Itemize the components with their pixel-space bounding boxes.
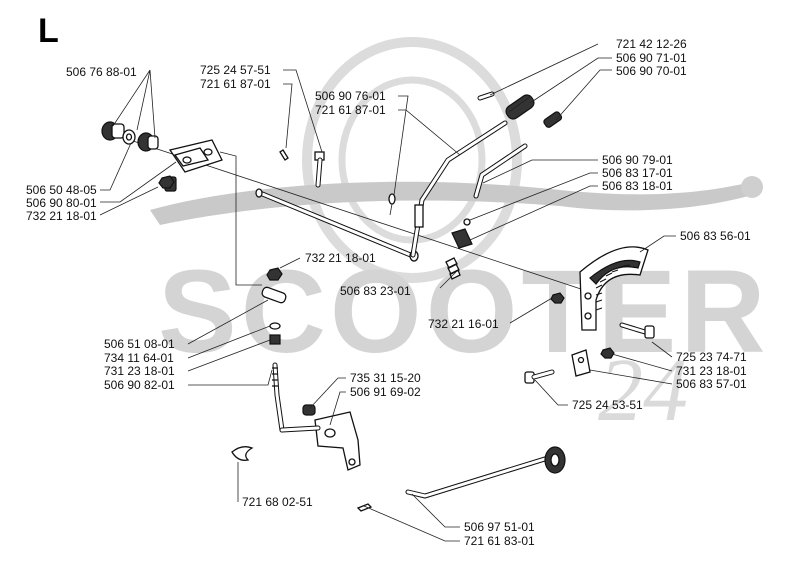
link-rod-506-90-82-01 bbox=[272, 362, 285, 433]
bolt-725-24-53-51 bbox=[524, 369, 555, 384]
lower-rod-506-97-51-01 bbox=[356, 446, 566, 512]
watermark-ring-outer bbox=[302, 37, 522, 283]
leader-lines bbox=[99, 43, 676, 542]
watermark: SCOOTER 24 bbox=[150, 37, 770, 440]
nut-731-23-18-01 bbox=[269, 334, 281, 345]
part-label: 506 91 69-02 bbox=[350, 385, 421, 399]
block-506-83-18-01 bbox=[451, 218, 473, 249]
part-label: 506 51 08-01 bbox=[104, 337, 175, 351]
part-label: 725 24 57-51 bbox=[200, 63, 271, 77]
part-label: 506 90 76-01 bbox=[315, 89, 386, 103]
part-label: 721 42 12-26 bbox=[616, 37, 687, 51]
bolt-725-23-74-71 bbox=[619, 322, 655, 339]
part-label: 732 21 18-01 bbox=[26, 209, 97, 223]
part-label: 506 50 48-05 bbox=[26, 183, 97, 197]
watermark-suffix: 24 bbox=[598, 341, 688, 440]
watermark-text: SCOOTER bbox=[158, 246, 770, 378]
cable-lever bbox=[473, 111, 563, 199]
part-label: 506 83 57-01 bbox=[676, 377, 747, 391]
left-bracket bbox=[164, 139, 223, 192]
part-label: 506 90 80-01 bbox=[26, 196, 97, 210]
watermark-ring-inner bbox=[338, 76, 486, 244]
spring-506-83-23-01 bbox=[445, 257, 461, 280]
part-label: 725 23 74-71 bbox=[676, 350, 747, 364]
part-label: 725 24 53-51 bbox=[572, 398, 643, 412]
part-label: 506 97 51-01 bbox=[464, 520, 535, 534]
split-pin-left bbox=[279, 149, 289, 161]
bracket-506-83-57-01 bbox=[571, 349, 591, 377]
part-label: 732 21 18-01 bbox=[305, 251, 376, 265]
split-pin-mid bbox=[388, 193, 396, 216]
lower-bracket-506-91-69-02 bbox=[279, 404, 361, 471]
part-label: 506 83 17-01 bbox=[602, 166, 673, 180]
cross-shaft bbox=[255, 188, 419, 262]
part-label: 721 68 02-51 bbox=[242, 495, 313, 509]
pivot-pin-506-51-08-01 bbox=[261, 267, 287, 304]
part-label: 721 61 87-01 bbox=[315, 103, 386, 117]
part-label: 506 90 82-01 bbox=[104, 378, 175, 392]
part-labels: 721 42 12-26 506 90 71-01 506 90 70-01 5… bbox=[26, 37, 751, 548]
part-label: 506 90 71-01 bbox=[616, 51, 687, 65]
part-label: 506 90 79-01 bbox=[602, 153, 673, 167]
part-label: 506 90 70-01 bbox=[616, 64, 687, 78]
part-label: 731 23 18-01 bbox=[676, 364, 747, 378]
part-label: 721 61 87-01 bbox=[200, 77, 271, 91]
shaft-bolt-725-24-57-51 bbox=[314, 151, 325, 188]
handle-grip bbox=[505, 94, 535, 120]
part-label: 506 83 23-01 bbox=[340, 284, 411, 298]
watermark-swoosh bbox=[150, 180, 762, 225]
part-label: 506 83 56-01 bbox=[680, 229, 751, 243]
part-label: 734 11 64-01 bbox=[104, 351, 174, 365]
sector-gear-506-83-56-01 bbox=[579, 246, 649, 331]
washer-734-11-64-01 bbox=[269, 322, 281, 330]
part-label: 732 21 16-01 bbox=[428, 317, 499, 331]
watermark-ball bbox=[741, 176, 763, 198]
nut-732-21-18-01-left bbox=[158, 175, 175, 189]
bushing-set bbox=[101, 121, 159, 152]
handle-lever bbox=[410, 120, 508, 258]
part-label: 506 83 18-01 bbox=[602, 179, 673, 193]
part-label: 731 23 18-01 bbox=[104, 364, 175, 378]
part-label: 506 76 88-01 bbox=[66, 65, 137, 79]
clip-721-68-02-51 bbox=[231, 446, 254, 461]
part-label: 735 31 15-20 bbox=[350, 371, 421, 385]
part-label: 721 61 83-01 bbox=[464, 534, 535, 548]
section-letter: L bbox=[38, 12, 59, 50]
nut-731-23-18-01-right bbox=[600, 347, 615, 359]
